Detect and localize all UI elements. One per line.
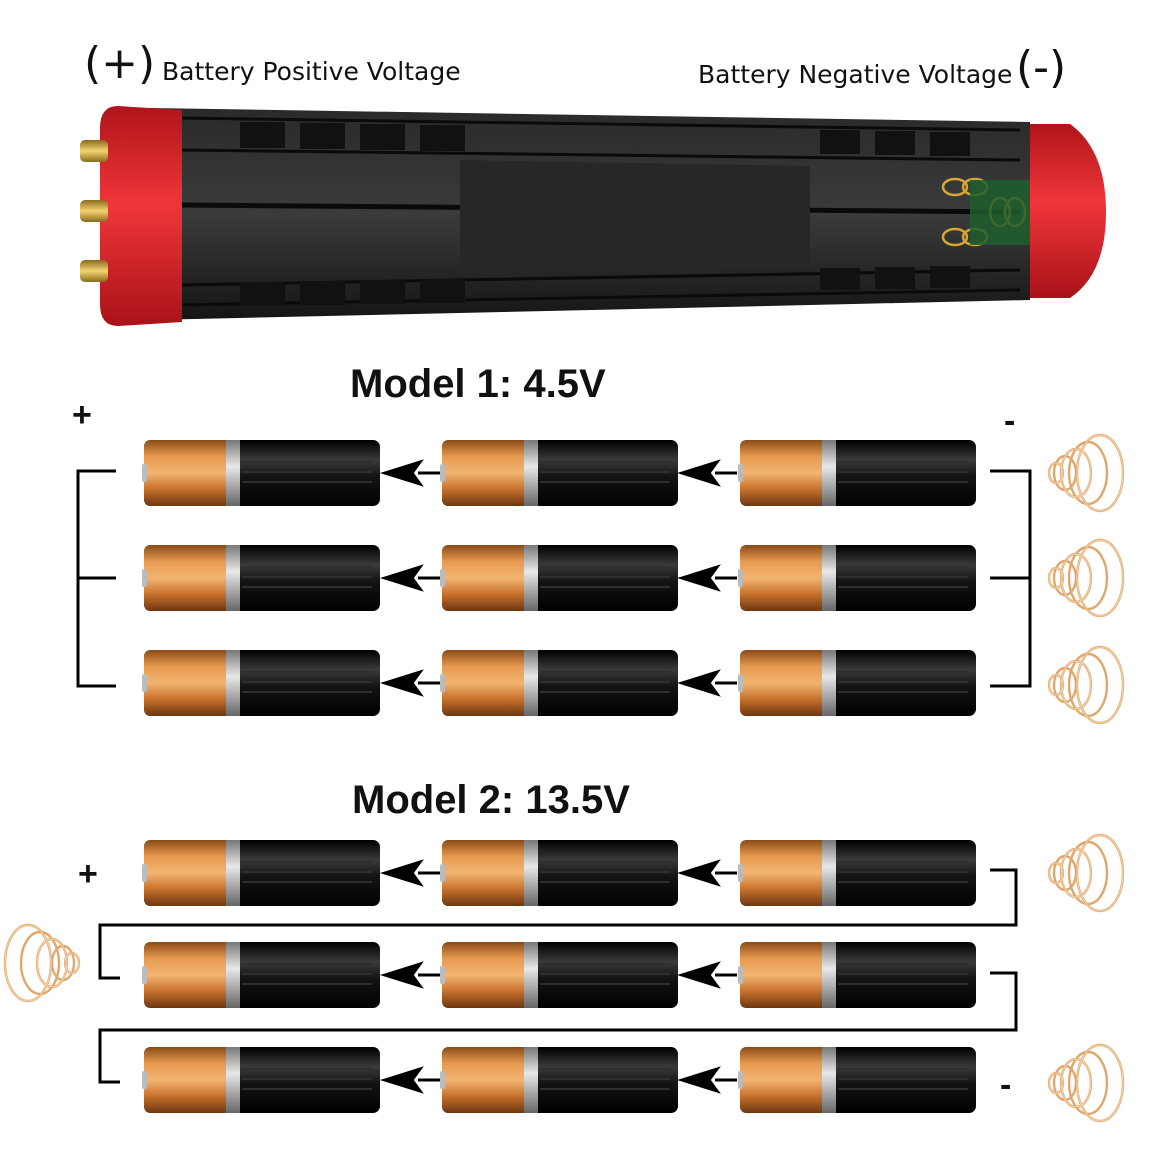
model2-batteries bbox=[142, 839, 977, 1114]
positive-voltage-label: Battery Positive Voltage bbox=[162, 57, 461, 86]
model1-plus: + bbox=[72, 396, 92, 434]
battery-m2-r3-c2 bbox=[440, 1046, 679, 1114]
model1-wiring bbox=[76, 469, 1032, 688]
spring-icon bbox=[1047, 645, 1125, 725]
battery-m2-r1-c1 bbox=[142, 839, 381, 907]
model2-minus: - bbox=[1000, 1066, 1012, 1104]
battery-m2-r1-c3 bbox=[738, 839, 977, 907]
model2-plus: + bbox=[78, 855, 98, 893]
spring-icon bbox=[1047, 433, 1125, 513]
model1-minus: - bbox=[1004, 402, 1016, 440]
model2-title: Model 2: 13.5V bbox=[352, 778, 630, 822]
battery-m1-r3-c1 bbox=[142, 649, 381, 717]
positive-paren: (+) bbox=[84, 38, 156, 89]
negative-paren: (-) bbox=[1016, 42, 1067, 93]
battery-m1-r3-c2 bbox=[440, 649, 679, 717]
negative-voltage-label: Battery Negative Voltage bbox=[698, 60, 1013, 89]
spring-icon bbox=[1047, 538, 1125, 618]
spring-icon bbox=[1047, 1043, 1125, 1123]
spring-icon bbox=[3, 923, 81, 1003]
battery-m1-r2-c3 bbox=[738, 544, 977, 612]
battery-m2-r2-c1 bbox=[142, 941, 381, 1009]
battery-m2-r2-c3 bbox=[738, 941, 977, 1009]
battery-m1-r1-c1 bbox=[142, 439, 381, 507]
battery-m1-r2-c1 bbox=[142, 544, 381, 612]
model1-title: Model 1: 4.5V bbox=[350, 362, 606, 406]
model1-batteries bbox=[142, 439, 977, 717]
battery-m1-r1-c3 bbox=[738, 439, 977, 507]
battery-holder bbox=[80, 106, 1106, 326]
battery-m1-r2-c2 bbox=[440, 544, 679, 612]
battery-m2-r2-c2 bbox=[440, 941, 679, 1009]
battery-m2-r1-c2 bbox=[440, 839, 679, 907]
battery-m2-r3-c1 bbox=[142, 1046, 381, 1114]
battery-m2-r3-c3 bbox=[738, 1046, 977, 1114]
spring-icon bbox=[1047, 833, 1125, 913]
battery-m1-r3-c3 bbox=[738, 649, 977, 717]
flow-arrows bbox=[379, 459, 737, 1094]
battery-m1-r1-c2 bbox=[440, 439, 679, 507]
model2-wiring bbox=[98, 868, 1018, 1084]
